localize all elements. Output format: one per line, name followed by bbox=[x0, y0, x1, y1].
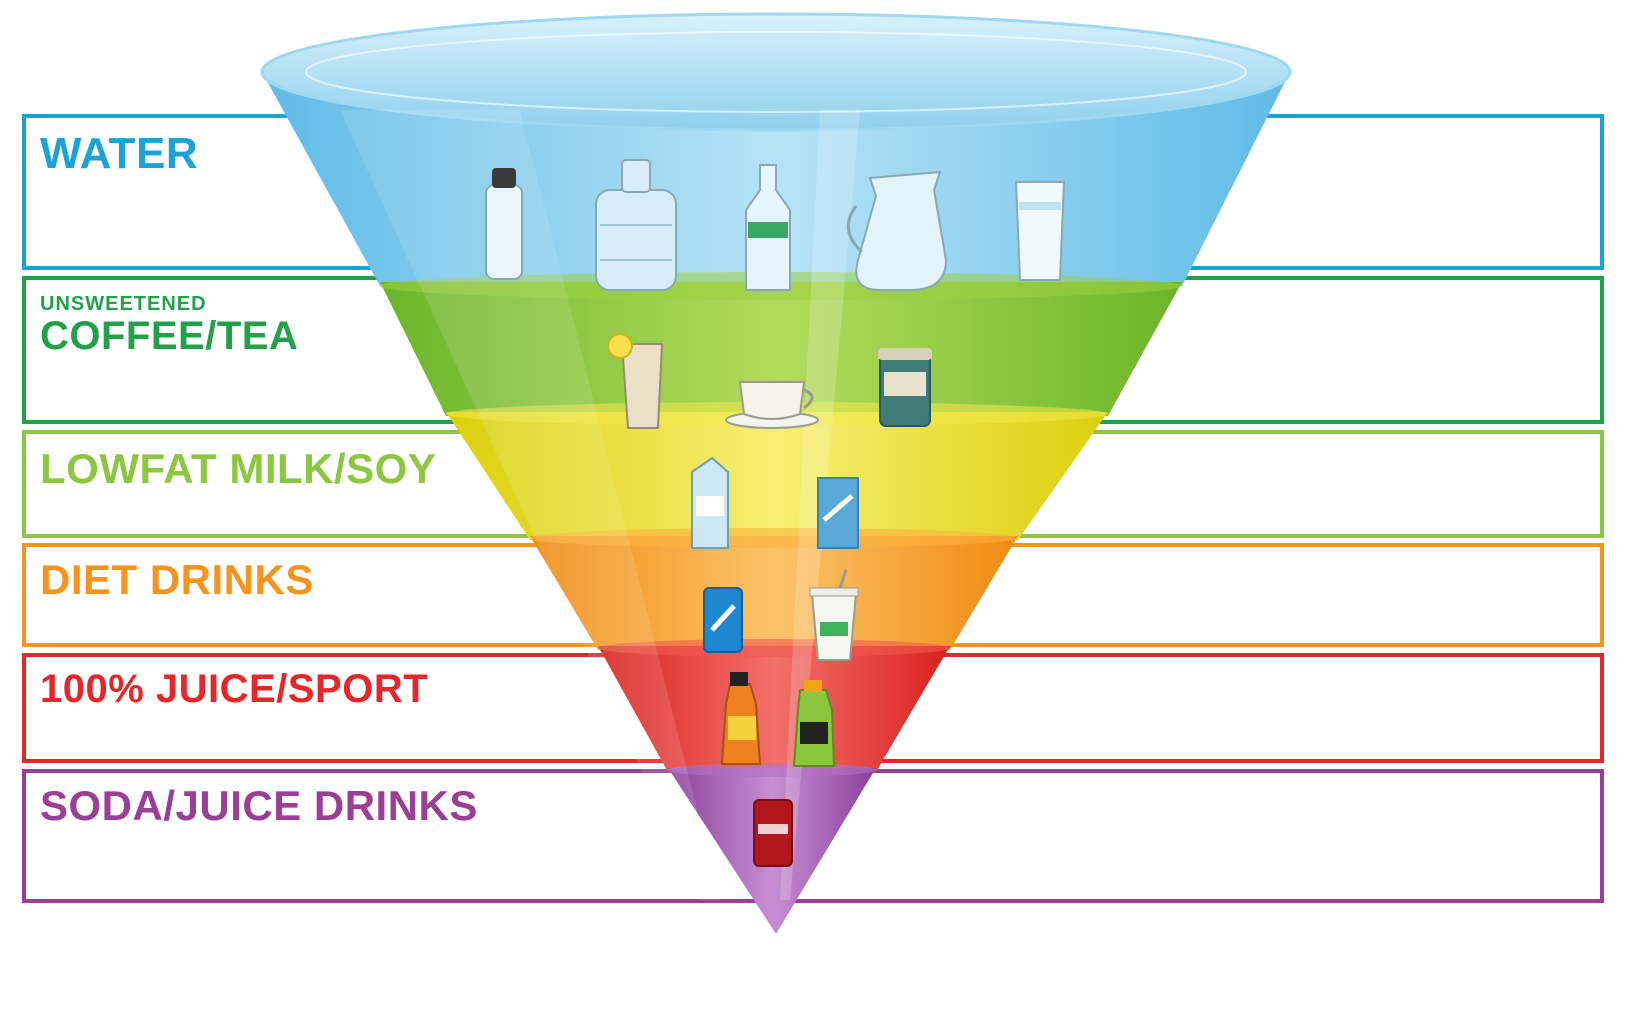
tier-title: 100% JUICE/SPORT bbox=[40, 667, 429, 711]
juice-bottle-icon bbox=[720, 672, 762, 765]
funnel-rim bbox=[260, 12, 1292, 132]
sports-bottle-icon bbox=[485, 168, 523, 280]
tier-subtitle: UNSWEETENED bbox=[40, 293, 207, 315]
tier-title: WATER bbox=[40, 129, 199, 178]
pitcher-icon bbox=[846, 170, 948, 291]
iced-tea-icon bbox=[607, 333, 664, 429]
coffee-cup-icon bbox=[725, 381, 819, 429]
funnel-band-juice-sport bbox=[598, 646, 950, 772]
funnel-band-diet bbox=[530, 536, 1018, 650]
soy-carton-icon bbox=[817, 477, 859, 549]
water-bottle-icon bbox=[745, 164, 791, 291]
funnel-band-coffee-tea bbox=[380, 282, 1182, 416]
sport-bottle-icon bbox=[792, 680, 836, 767]
diet-can-icon bbox=[703, 587, 743, 653]
funnel-band-milk-soy bbox=[446, 412, 1108, 540]
milk-carton-icon bbox=[691, 456, 729, 549]
tier-title: LOWFAT MILK/SOY bbox=[40, 445, 437, 492]
travel-mug-icon bbox=[878, 348, 932, 427]
fountain-cup-icon bbox=[809, 569, 859, 661]
tier-title: DIET DRINKS bbox=[40, 556, 314, 603]
soda-can-icon bbox=[753, 799, 793, 867]
tier-title: SODA/JUICE DRINKS bbox=[40, 782, 478, 829]
tier-title: COFFEE/TEA bbox=[40, 314, 299, 358]
glass-icon bbox=[1014, 181, 1066, 281]
water-jug-icon bbox=[595, 159, 677, 291]
